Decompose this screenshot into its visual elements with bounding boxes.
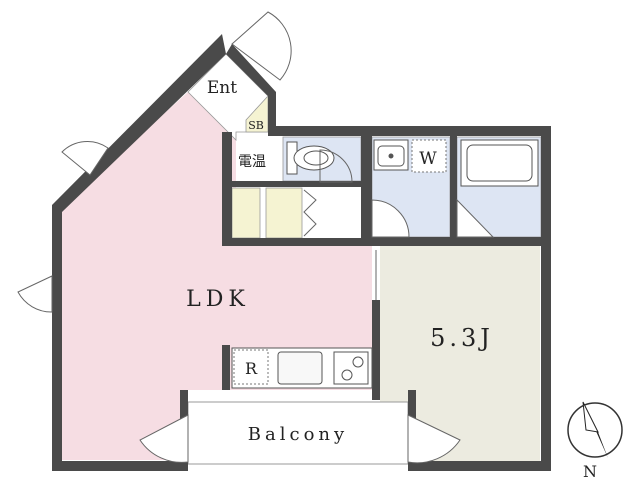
ldk-label: LDK <box>186 287 250 312</box>
closet-doors <box>303 189 317 237</box>
entrance-label: Ent <box>207 78 237 98</box>
bedroom-label: 5.3J <box>430 324 494 352</box>
balcony-floor <box>187 401 409 465</box>
stove-icon <box>333 351 369 385</box>
shoe-box-label: SB <box>248 119 264 132</box>
toilet-icon <box>286 141 335 175</box>
washer-label: W <box>419 149 437 169</box>
nw-window-door <box>61 141 109 176</box>
compass-north-label: N <box>583 462 597 481</box>
toilet-door <box>319 149 353 183</box>
compass: N <box>567 401 623 481</box>
refrigerator-space <box>233 349 269 385</box>
closet-right <box>265 187 303 239</box>
refrigerator-label: R <box>245 359 258 378</box>
washbasin-icon <box>373 139 409 171</box>
washroom-door <box>371 199 410 238</box>
ldk-west-door <box>17 275 53 313</box>
doors <box>17 11 495 464</box>
bathtub-icon <box>460 139 539 187</box>
balcony-left-door <box>139 414 189 463</box>
closet-left <box>231 187 261 239</box>
compass-needle-tail <box>582 401 599 433</box>
balcony-label: Balcony <box>248 424 348 445</box>
bath-door <box>456 198 495 238</box>
balcony-right-door <box>407 414 461 464</box>
washer-space <box>411 139 447 173</box>
water-heater-label: 電温 <box>238 154 266 170</box>
entrance-door <box>231 11 292 81</box>
